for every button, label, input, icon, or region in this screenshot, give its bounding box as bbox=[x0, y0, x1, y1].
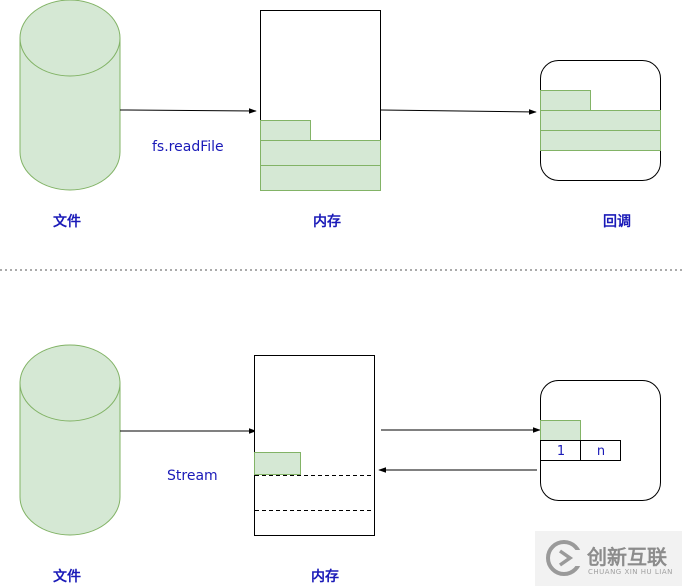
bottom-memory-box bbox=[254, 355, 375, 536]
top-memory-label: 内存 bbox=[313, 213, 341, 230]
top-file-label: 文件 bbox=[53, 213, 81, 230]
top-arrow-file-to-memory bbox=[119, 108, 257, 114]
top-callback-chunk-2 bbox=[540, 130, 661, 151]
watermark-subtitle: CHUANG XIN HU LIAN bbox=[588, 568, 673, 576]
bottom-file-label: 文件 bbox=[53, 568, 81, 585]
bottom-buffer-chunk bbox=[540, 420, 581, 441]
bottom-memory-label: 内存 bbox=[311, 568, 339, 585]
top-edge-label: fs.readFile bbox=[152, 139, 224, 155]
top-memory-chunk-small bbox=[260, 120, 311, 141]
top-memory-chunk-2 bbox=[260, 165, 381, 191]
top-callback-chunk-1 bbox=[540, 110, 661, 131]
bottom-buffer-cell-1-label: 1 bbox=[557, 444, 565, 459]
top-callback-box bbox=[540, 60, 661, 181]
top-memory-box bbox=[260, 10, 381, 191]
bottom-buffer-cell-n-label: n bbox=[597, 444, 605, 459]
bottom-memory-chunk bbox=[254, 452, 301, 475]
bottom-buffer-box: 1 n bbox=[540, 380, 661, 501]
top-callback-chunk-small bbox=[540, 90, 591, 111]
bottom-file-cylinder bbox=[19, 344, 121, 536]
top-callback-label: 回调 bbox=[603, 214, 631, 230]
top-file-cylinder bbox=[19, 0, 121, 191]
watermark: 创新互联 CHUANG XIN HU LIAN bbox=[535, 531, 682, 586]
bottom-edge-label: Stream bbox=[167, 468, 218, 484]
watermark-title: 创新互联 bbox=[586, 545, 667, 569]
watermark-logo-icon bbox=[546, 540, 582, 576]
top-memory-chunk-1 bbox=[260, 140, 381, 166]
bottom-buffer-cell-n bbox=[580, 440, 621, 461]
top-arrow-memory-to-callback bbox=[380, 109, 537, 115]
